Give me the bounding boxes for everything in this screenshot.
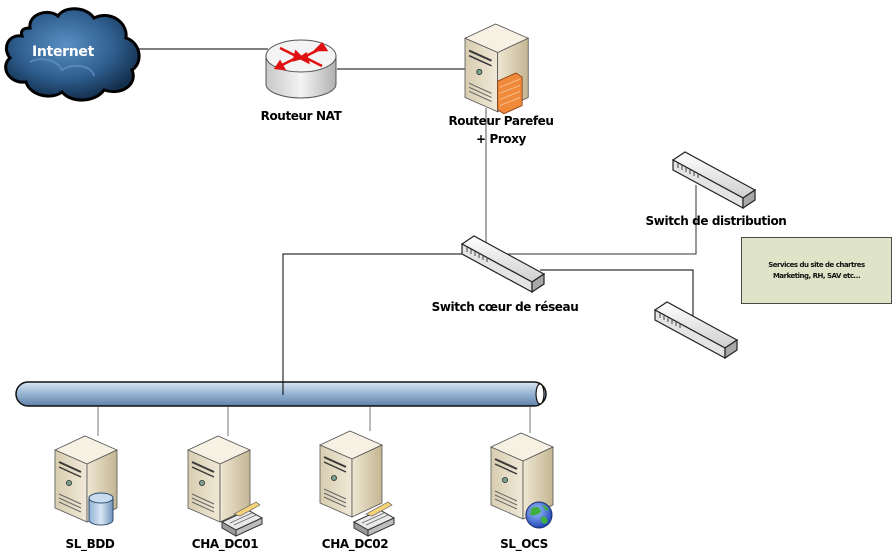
site-services-note: Services du site de chartres Marketing, … xyxy=(741,237,892,304)
note-line1: Services du site de chartres xyxy=(768,260,865,269)
switch-unlabeled-icon xyxy=(654,301,738,359)
switch-distribution-icon xyxy=(672,151,756,209)
server-label-sl-ocs: SL_OCS xyxy=(500,537,548,551)
connection-lines xyxy=(97,48,697,436)
server-label-cha-dc02: CHA_DC02 xyxy=(321,537,389,551)
firewall-label-line1: Routeur Parefeu xyxy=(448,114,554,128)
switch-core-icon xyxy=(461,235,545,293)
cloud-icon xyxy=(4,7,141,102)
firewall-server-icon xyxy=(463,22,530,115)
server-label-sl-bdd: SL_BDD xyxy=(65,537,115,551)
server-label-cha-dc01: CHA_DC01 xyxy=(191,537,259,551)
web-server-icon xyxy=(490,432,554,529)
link-core-distribution xyxy=(500,185,697,255)
ethernet-bus-icon xyxy=(15,381,547,407)
router-icon xyxy=(265,39,337,99)
note-line2: Marketing, RH, SAV etc… xyxy=(772,271,861,280)
directory-server-icon xyxy=(319,430,395,537)
link-core-switch xyxy=(540,269,694,330)
link-core-bus xyxy=(282,253,470,395)
switch-distribution-label: Switch de distribution xyxy=(645,214,787,228)
directory-server-icon xyxy=(187,435,263,537)
internet-label: Internet xyxy=(32,44,95,60)
switch-core-label: Switch cœur de réseau xyxy=(431,300,579,314)
firewall-label-line2: + Proxy xyxy=(476,132,526,146)
database-server-icon xyxy=(54,435,118,526)
router-nat-label: Routeur NAT xyxy=(260,109,342,123)
